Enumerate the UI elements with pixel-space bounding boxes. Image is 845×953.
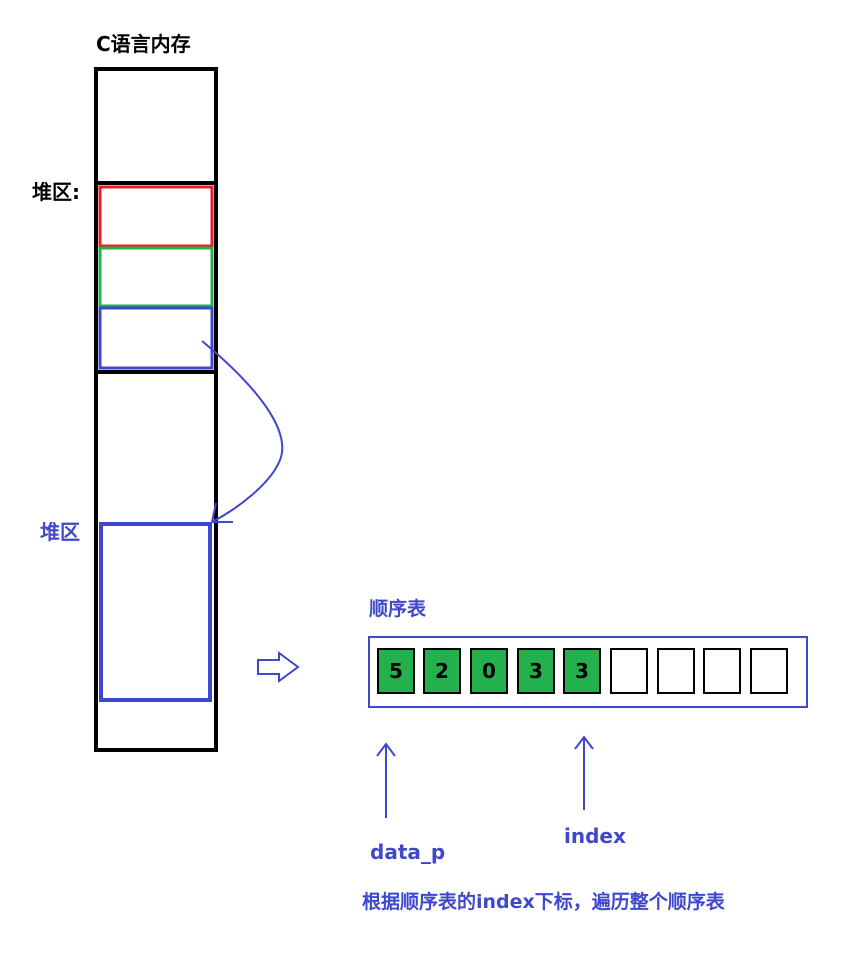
allocated-heap-region <box>99 522 212 702</box>
curved-pointer-arrow <box>201 340 284 523</box>
index-arrow-head <box>574 735 594 750</box>
memory-column <box>94 67 218 752</box>
seq-cell <box>703 648 741 694</box>
seq-table-frame <box>368 636 808 708</box>
data-p-label: data_p <box>370 840 446 864</box>
heap-block-blue <box>98 306 214 370</box>
heap-label-top: 堆区: <box>32 180 80 204</box>
heap-block-red <box>98 185 214 248</box>
index-label: index <box>564 824 626 848</box>
seq-cell <box>750 648 788 694</box>
heap-label-bottom: 堆区 <box>40 520 80 544</box>
seq-cell: 3 <box>517 648 555 694</box>
seq-cell: 3 <box>563 648 601 694</box>
seq-table-title: 顺序表 <box>369 598 427 620</box>
seq-cell <box>610 648 648 694</box>
expand-arrow-icon <box>257 651 300 683</box>
seq-cell: 2 <box>423 648 461 694</box>
curved-arrow-head-upper <box>211 502 217 523</box>
seq-cell: 0 <box>470 648 508 694</box>
data-p-arrow-head <box>376 742 396 757</box>
seq-cell <box>657 648 695 694</box>
seq-cell: 5 <box>377 648 415 694</box>
seq-table-cells: 5 2 0 3 3 <box>377 648 797 696</box>
caption: 根据顺序表的index下标，遍历整个顺序表 <box>362 891 725 913</box>
heap-block-green <box>98 246 214 308</box>
memory-title: C语言内存 <box>96 32 191 56</box>
